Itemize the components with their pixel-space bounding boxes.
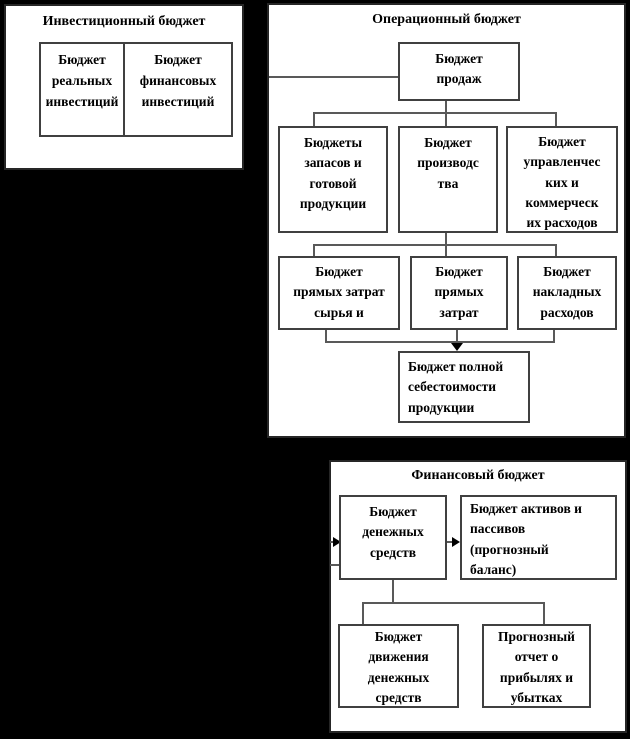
- connector-stub-overhead: [555, 244, 557, 257]
- box-cashflow-budget: Бюджет движения денежных средств: [338, 624, 459, 708]
- connector-production-down: [445, 233, 447, 246]
- arrow-down-to-cost-icon: [451, 343, 463, 351]
- box-direct-materials-budget: Бюджет прямых затрат сырья и: [278, 256, 400, 330]
- connector-stub-production: [445, 112, 447, 127]
- connector-cash-to-balance: [447, 541, 453, 543]
- connector-stub-admin: [555, 112, 557, 127]
- box-real-investments: Бюджет реальных инвестиций: [41, 44, 125, 135]
- connector-cash-down: [392, 580, 394, 604]
- connector-stub-pnl: [543, 602, 545, 625]
- investment-boxes-group: Бюджет реальных инвестиций Бюджет финанс…: [39, 42, 233, 137]
- operational-panel-title: Операционный бюджет: [372, 12, 521, 27]
- financial-panel-title: Финансовый бюджет: [411, 468, 545, 483]
- connector-branch-row3: [313, 244, 557, 246]
- connector-branch-financial: [362, 602, 545, 604]
- connector-sales-down: [445, 101, 447, 113]
- arrow-cash-to-balance-icon: [452, 537, 460, 547]
- connector-direct-down: [456, 330, 458, 344]
- box-cash-budget: Бюджет денежных средств: [339, 495, 447, 580]
- box-forecast-pnl: Прогнозный отчет о прибылях и убытках: [482, 624, 591, 708]
- box-assets-liabilities-budget: Бюджет активов и пассивов (прогнозный ба…: [460, 495, 617, 580]
- connector-stub-inventory: [313, 112, 315, 127]
- arrow-into-cash-icon: [333, 537, 341, 547]
- box-inventory-budget: Бюджеты запасов и готовой продукции: [278, 126, 388, 233]
- connector-stub-materials: [313, 244, 315, 257]
- connector-into-cash-2: [330, 564, 339, 566]
- connector-branch-row2: [313, 112, 557, 114]
- box-overhead-budget: Бюджет накладных расходов: [517, 256, 617, 330]
- box-production-budget: Бюджет производс тва: [398, 126, 498, 233]
- connector-materials-down: [325, 330, 327, 343]
- box-financial-investments: Бюджет финансовых инвестиций: [139, 52, 217, 109]
- box-direct-costs-budget: Бюджет прямых затрат: [410, 256, 508, 330]
- box-full-cost-budget: Бюджет полной себестоимости продукции: [398, 351, 530, 423]
- investment-panel-title: Инвестиционный бюджет: [42, 14, 206, 29]
- connector-stub-cashflow: [362, 602, 364, 625]
- connector-stub-direct: [445, 244, 447, 257]
- connector-left-to-sales: [269, 76, 398, 78]
- connector-merge-line: [325, 341, 555, 343]
- connector-overhead-down: [553, 330, 555, 343]
- connector-into-cash: [330, 541, 335, 543]
- box-admin-commercial-budget: Бюджет управленчес ких и коммерческ их р…: [506, 126, 618, 233]
- box-sales-budget: Бюджет продаж: [398, 42, 520, 101]
